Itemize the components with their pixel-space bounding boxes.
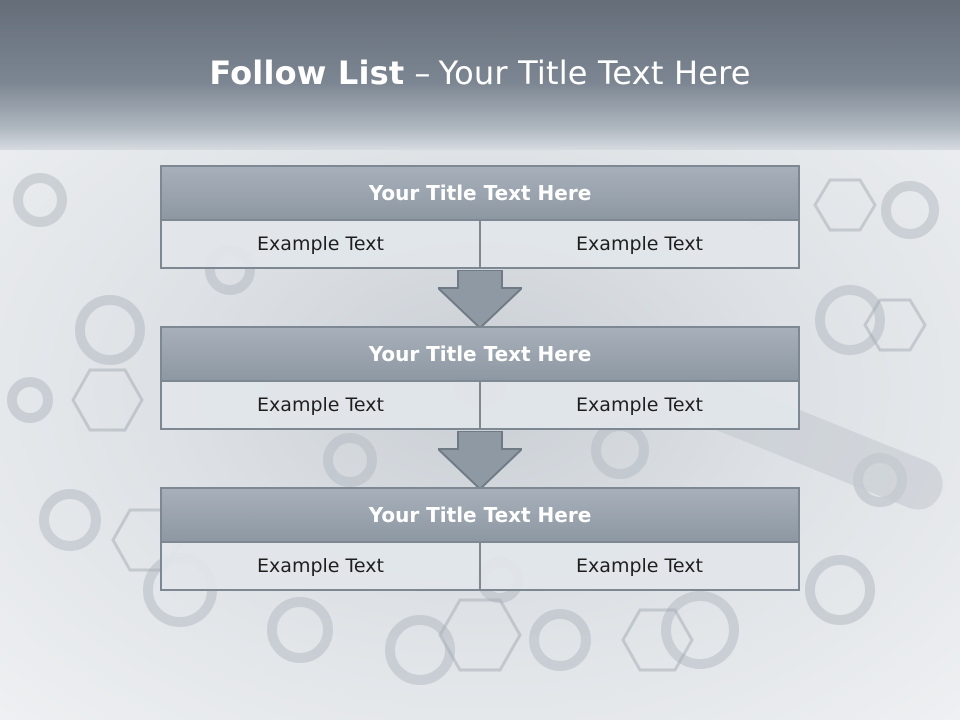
step-2-right-text: Example Text [479, 380, 800, 430]
step-row-1: Example Text Example Text [160, 219, 800, 269]
down-arrow-icon-2 [438, 431, 522, 489]
slide-title: Follow List–Your Title Text Here [0, 54, 960, 92]
title-text: Your Title Text Here [438, 54, 751, 92]
step-3-left-text: Example Text [160, 541, 481, 591]
title-dash: – [414, 54, 431, 92]
step-title-3: Your Title Text Here [160, 487, 800, 543]
step-3-right-text: Example Text [479, 541, 800, 591]
title-bold: Follow List [209, 54, 405, 92]
step-1-right-text: Example Text [479, 219, 800, 269]
down-arrow-icon-1 [438, 270, 522, 328]
step-block-2: Your Title Text Here Example Text Exampl… [160, 326, 800, 430]
step-block-3: Your Title Text Here Example Text Exampl… [160, 487, 800, 591]
step-row-3: Example Text Example Text [160, 541, 800, 591]
step-row-2: Example Text Example Text [160, 380, 800, 430]
step-1-left-text: Example Text [160, 219, 481, 269]
step-2-left-text: Example Text [160, 380, 481, 430]
header-band [0, 0, 960, 150]
step-title-1: Your Title Text Here [160, 165, 800, 221]
step-block-1: Your Title Text Here Example Text Exampl… [160, 165, 800, 269]
step-title-2: Your Title Text Here [160, 326, 800, 382]
